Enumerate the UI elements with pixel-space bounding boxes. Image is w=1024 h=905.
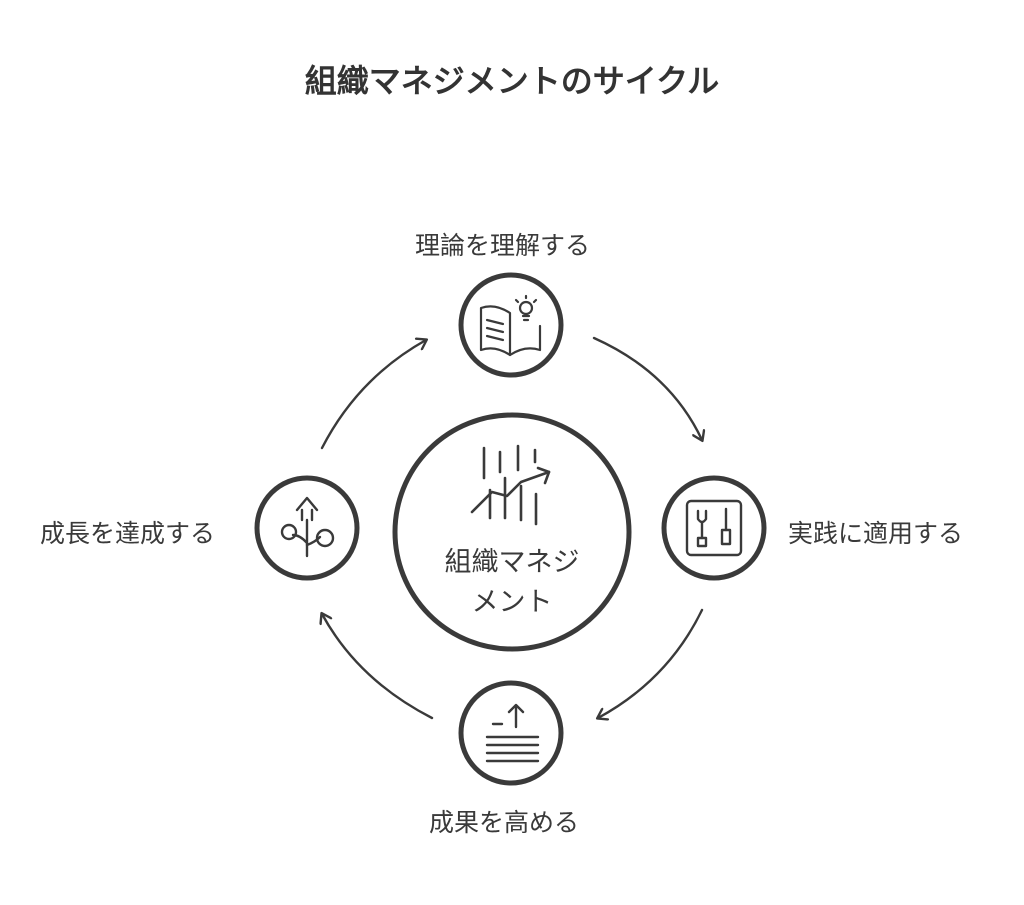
arrow-apply-to-results — [598, 608, 704, 718]
center-label: 組織マネジ メント — [412, 543, 612, 623]
book-lightbulb-icon — [479, 294, 542, 357]
upload-lines-icon — [485, 703, 540, 763]
arrow-growth-to-understand — [320, 340, 426, 450]
arrow-understand-to-apply — [592, 336, 702, 440]
node-improve-results — [458, 680, 564, 786]
center-circle — [392, 412, 632, 652]
growing-plant-icon — [280, 496, 335, 558]
label-understand-theory: 理論を理解する — [415, 231, 591, 260]
center-label-line1: 組織マネジ — [444, 547, 580, 578]
node-understand-theory — [458, 272, 564, 378]
growth-chart-icon — [470, 444, 551, 526]
label-achieve-growth: 成長を達成する — [40, 519, 216, 548]
diagram-title: 組織マネジメントのサイクル — [304, 62, 720, 100]
center-label-line2: メント — [471, 587, 553, 618]
node-achieve-growth — [254, 475, 360, 581]
tools-icon — [685, 499, 743, 557]
node-apply-practice — [661, 475, 767, 581]
label-apply-practice: 実践に適用する — [788, 519, 964, 548]
arrow-results-to-growth — [322, 614, 434, 720]
label-improve-results: 成果を高める — [429, 808, 580, 837]
